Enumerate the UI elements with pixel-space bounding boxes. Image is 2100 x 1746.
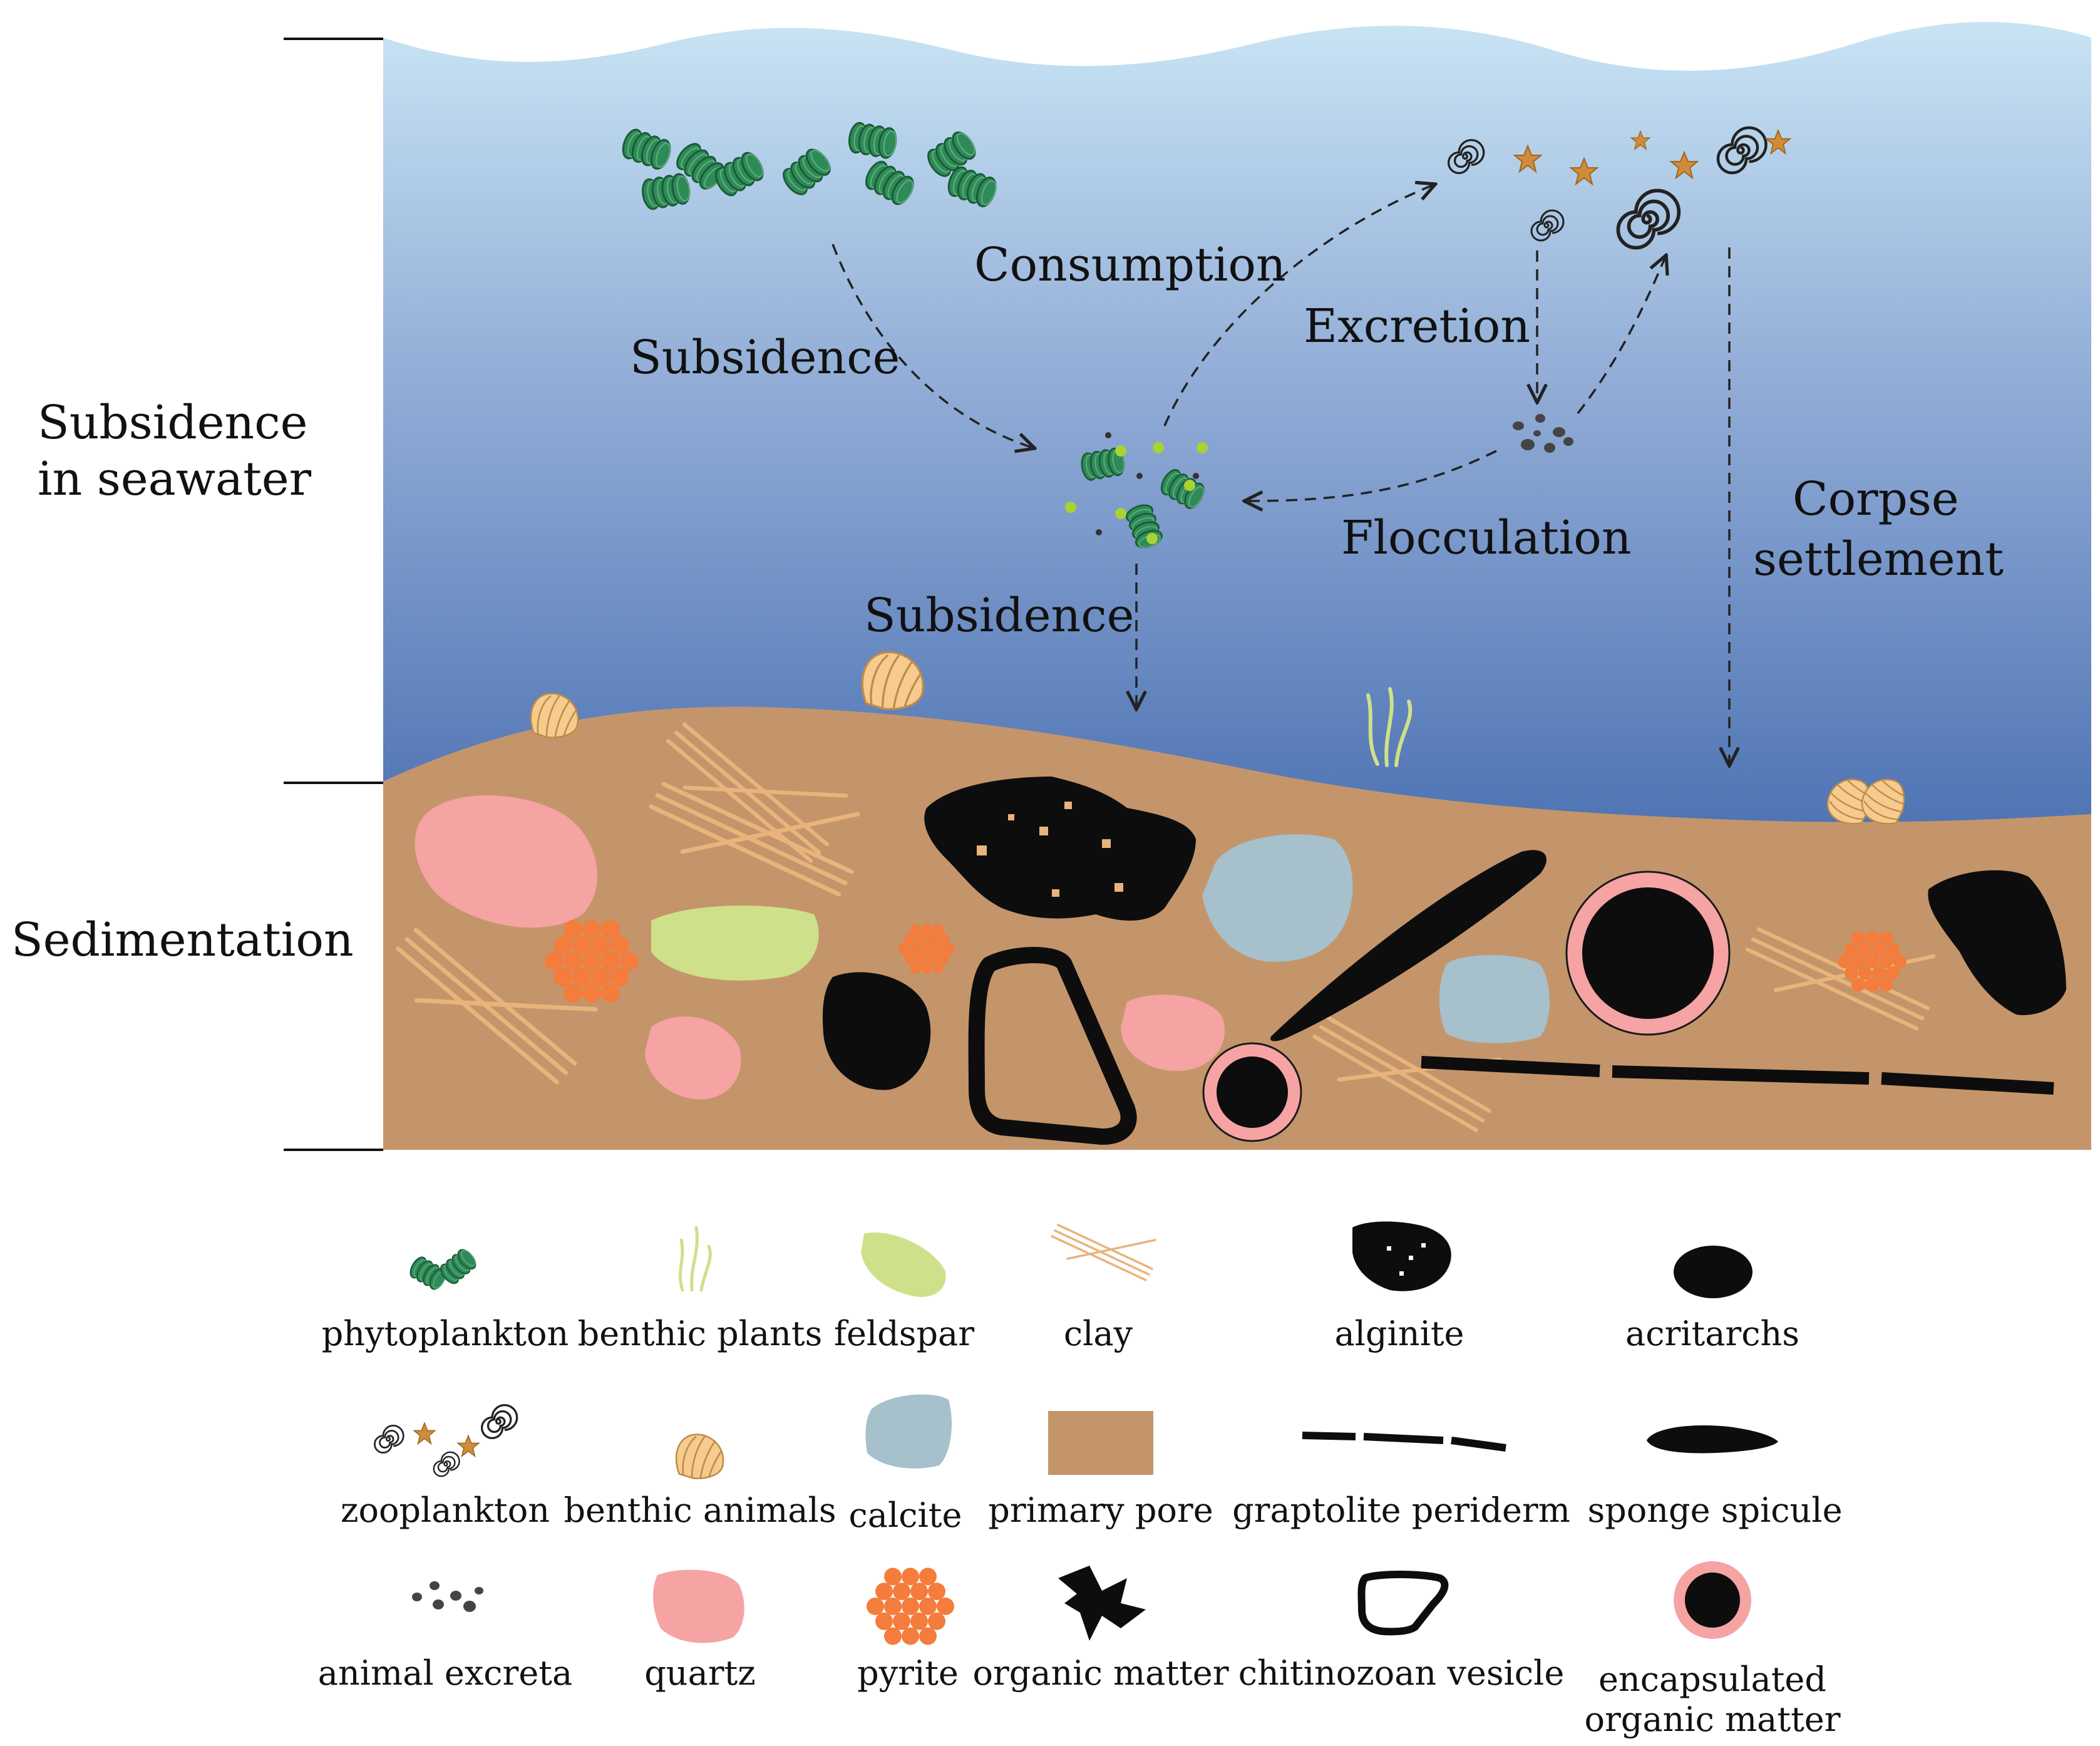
legend-item-alginite: alginite [1334, 1221, 1464, 1353]
legend-item-organic-matter: organic matter [972, 1566, 1229, 1693]
label-consumption: Consumption [974, 238, 1286, 292]
legend-label-animal-excreta: animal excreta [318, 1653, 572, 1693]
legend-label-acritarchs: acritarchs [1625, 1314, 1799, 1353]
quartz-grain [645, 1016, 741, 1100]
label-corpse-line2: settlement [1753, 532, 2004, 586]
label-corpse-line1: Corpse [1793, 472, 1959, 526]
legend-label-benthic-animals: benthic animals [564, 1490, 836, 1530]
legend-label-feldspar: feldspar [834, 1314, 974, 1353]
label-flocculation: Flocculation [1341, 511, 1632, 565]
quartz-grain [414, 795, 597, 928]
process-arrows [831, 185, 1729, 764]
legend-label-encapsulated-line2: organic matter [1584, 1700, 1840, 1739]
label-excretion: Excretion [1304, 299, 1530, 353]
legend-label-zooplankton: zooplankton [341, 1490, 550, 1530]
benthic-plant [1366, 687, 1413, 767]
quartz-grain [1121, 994, 1225, 1071]
encapsulated-organic-matter [1202, 1042, 1302, 1142]
legend-label-benthic-plants: benthic plants [578, 1314, 823, 1353]
legend-label-graptolite-periderm: graptolite periderm [1232, 1490, 1570, 1530]
legend-item-acritarchs: acritarchs [1625, 1246, 1799, 1353]
legend-item-zooplankton: zooplankton [341, 1403, 550, 1530]
legend-item-primary-pore: primary pore [988, 1411, 1213, 1530]
legend-item-sponge-spicule: sponge spicule [1587, 1425, 1843, 1530]
legend-label-organic-matter: organic matter [972, 1653, 1228, 1693]
graptolite-periderm [1421, 1056, 2054, 1095]
legend-item-phytoplankton: phytoplankton [322, 1247, 569, 1353]
acritarch-grain [822, 972, 931, 1090]
legend-item-pyrite: pyrite [857, 1568, 959, 1693]
legend-item-clay: clay [1051, 1224, 1156, 1353]
sponge-spicule [1270, 850, 1547, 1041]
legend-item-quartz: quartz [644, 1569, 756, 1693]
legend-label-alginite: alginite [1334, 1314, 1464, 1353]
legend-label-phytoplankton: phytoplankton [322, 1314, 569, 1353]
legend-label-calcite: calcite [849, 1495, 962, 1535]
legend-label-encapsulated-line1: encapsulated [1598, 1660, 1826, 1699]
alginite-inclusions [977, 802, 1123, 897]
legend-item-benthic-plants: benthic plants [578, 1226, 823, 1353]
floc-cluster [1065, 432, 1208, 550]
legend-label-quartz: quartz [644, 1653, 756, 1693]
legend-label-primary-pore: primary pore [988, 1490, 1213, 1530]
legend-item-graptolite-periderm: graptolite periderm [1232, 1432, 1570, 1530]
side-label-water-line1: Subsidence [38, 396, 307, 450]
legend-item-animal-excreta: animal excreta [318, 1581, 572, 1693]
legend-item-calcite: calcite [849, 1394, 962, 1535]
chitinozoan-vesicle [968, 947, 1137, 1145]
excreta-cluster [1513, 414, 1573, 453]
label-subsidence-upper: Subsidence [630, 331, 900, 385]
legend-item-chitinozoan-vesicle: chitinozoan vesicle [1238, 1571, 1565, 1693]
legend-label-pyrite: pyrite [857, 1653, 959, 1693]
legend: phytoplankton benthic plants feldspar cl… [318, 1221, 1843, 1739]
side-label-water-line2: in seawater [38, 452, 312, 506]
calcite-grain [1439, 955, 1550, 1043]
legend-label-clay: clay [1064, 1314, 1133, 1353]
side-label-sediment: Sedimentation [11, 913, 354, 967]
label-subsidence-lower: Subsidence [864, 589, 1134, 643]
legend-item-feldspar: feldspar [834, 1232, 974, 1353]
legend-item-benthic-animals: benthic animals [564, 1433, 836, 1530]
feldspar-grain [651, 906, 819, 981]
encapsulated-organic-matter [1565, 870, 1731, 1036]
legend-label-sponge-spicule: sponge spicule [1587, 1490, 1842, 1530]
legend-item-encapsulated-organic-matter: encapsulated organic matter [1584, 1561, 1841, 1739]
calcite-grain [1202, 834, 1353, 962]
legend-label-chitinozoan-vesicle: chitinozoan vesicle [1238, 1653, 1565, 1693]
acritarch-grain [1928, 870, 2066, 1015]
alginite-grain [924, 777, 1196, 921]
